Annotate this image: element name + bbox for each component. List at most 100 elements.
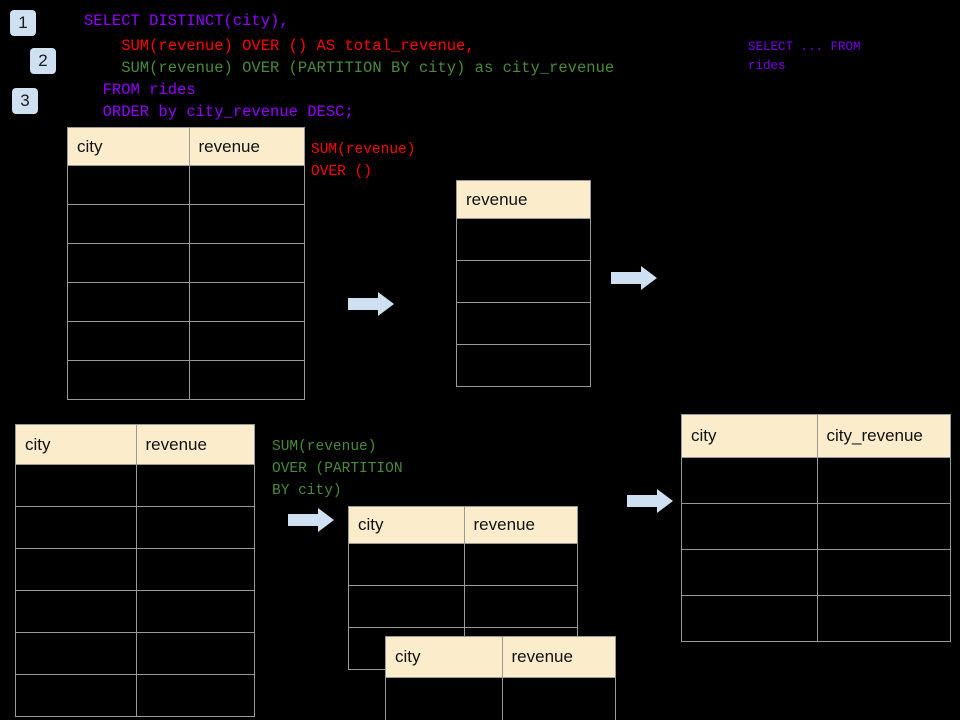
annotation-sum-over-partition: SUM(revenue) OVER (PARTITION BY city) bbox=[272, 439, 403, 499]
table-row bbox=[67, 243, 305, 283]
table-cell bbox=[15, 506, 137, 549]
table-row bbox=[348, 543, 578, 586]
table-row bbox=[681, 595, 951, 642]
table-cell bbox=[681, 595, 818, 642]
table-cell bbox=[816, 457, 951, 504]
table-cell bbox=[456, 218, 591, 261]
table-cell bbox=[681, 503, 818, 550]
table-cell bbox=[67, 243, 190, 283]
sql-line-order-by: ORDER by city_revenue DESC; bbox=[84, 103, 354, 121]
column-header-revenue: revenue bbox=[463, 506, 578, 544]
table-header-row: revenue bbox=[456, 180, 591, 219]
table-row bbox=[681, 457, 951, 504]
sql-line-total-revenue: SUM(revenue) OVER () AS total_revenue, bbox=[84, 37, 475, 55]
sql-line-select-distinct: SELECT DISTINCT(city), bbox=[84, 12, 289, 30]
column-header-revenue: revenue bbox=[501, 636, 616, 678]
column-header-revenue: revenue bbox=[456, 180, 591, 219]
column-header-city: city bbox=[385, 636, 503, 678]
table-row bbox=[456, 218, 591, 261]
step-badge-2: 2 bbox=[30, 48, 56, 74]
table-cell bbox=[681, 457, 818, 504]
side-note-select-from-rides: SELECT ... FROM rides bbox=[748, 40, 861, 73]
arrow-source-to-partition bbox=[288, 508, 334, 532]
table-row bbox=[67, 360, 305, 400]
table-cell bbox=[188, 282, 305, 322]
table-cell bbox=[67, 165, 190, 205]
table-cell bbox=[135, 506, 255, 549]
table-row bbox=[15, 506, 255, 549]
column-header-city: city bbox=[67, 127, 190, 166]
table-cell bbox=[348, 585, 465, 628]
total-revenue-table: revenue bbox=[456, 180, 591, 387]
table-cell bbox=[135, 464, 255, 507]
table-cell bbox=[135, 590, 255, 633]
table-cell bbox=[681, 549, 818, 596]
table-row bbox=[15, 674, 255, 717]
table-row bbox=[15, 548, 255, 591]
column-header-revenue: revenue bbox=[188, 127, 305, 166]
table-cell bbox=[67, 321, 190, 361]
table-cell bbox=[456, 302, 591, 345]
table-row bbox=[681, 503, 951, 550]
table-row bbox=[67, 165, 305, 205]
table-cell bbox=[15, 464, 137, 507]
step-badge-3: 3 bbox=[12, 88, 38, 114]
table-cell bbox=[816, 503, 951, 550]
table-cell bbox=[15, 632, 137, 675]
annotation-sum-over-empty: SUM(revenue) OVER () bbox=[311, 142, 416, 180]
table-cell bbox=[15, 548, 137, 591]
table-row bbox=[67, 282, 305, 322]
column-header-revenue: revenue bbox=[135, 424, 255, 465]
table-cell bbox=[67, 282, 190, 322]
table-cell bbox=[188, 204, 305, 244]
table-row bbox=[456, 344, 591, 387]
table-cell bbox=[15, 590, 137, 633]
table-row bbox=[348, 585, 578, 628]
table-cell bbox=[188, 165, 305, 205]
table-cell bbox=[501, 677, 616, 720]
table-row bbox=[67, 204, 305, 244]
table-cell bbox=[816, 549, 951, 596]
table-cell bbox=[188, 321, 305, 361]
table-cell bbox=[135, 674, 255, 717]
table-row bbox=[15, 590, 255, 633]
table-cell bbox=[135, 548, 255, 591]
table-cell bbox=[463, 543, 578, 586]
table-row bbox=[15, 464, 255, 507]
table-cell bbox=[15, 674, 137, 717]
step-badge-1: 1 bbox=[10, 10, 36, 36]
table-row bbox=[15, 632, 255, 675]
table-cell bbox=[456, 260, 591, 303]
table-cell bbox=[348, 543, 465, 586]
table-row bbox=[385, 677, 616, 720]
arrow-partition-to-result bbox=[627, 489, 673, 513]
column-header-city: city bbox=[15, 424, 137, 465]
table-row bbox=[67, 321, 305, 361]
table-cell bbox=[463, 585, 578, 628]
sql-line-city-revenue: SUM(revenue) OVER (PARTITION BY city) as… bbox=[84, 59, 615, 77]
arrow-source-to-total-revenue bbox=[348, 292, 394, 316]
arrow-total-revenue-to-result bbox=[611, 266, 657, 290]
sql-line-from-rides: FROM rides bbox=[84, 81, 196, 99]
column-header-city: city bbox=[681, 414, 818, 458]
table-cell bbox=[188, 243, 305, 283]
table-cell bbox=[67, 360, 190, 400]
table-cell bbox=[456, 344, 591, 387]
column-header-city: city bbox=[348, 506, 465, 544]
table-cell bbox=[135, 632, 255, 675]
table-cell bbox=[385, 677, 503, 720]
column-header-city-revenue: city_revenue bbox=[816, 414, 951, 458]
table-row bbox=[456, 302, 591, 345]
table-row bbox=[456, 260, 591, 303]
table-cell bbox=[816, 595, 951, 642]
